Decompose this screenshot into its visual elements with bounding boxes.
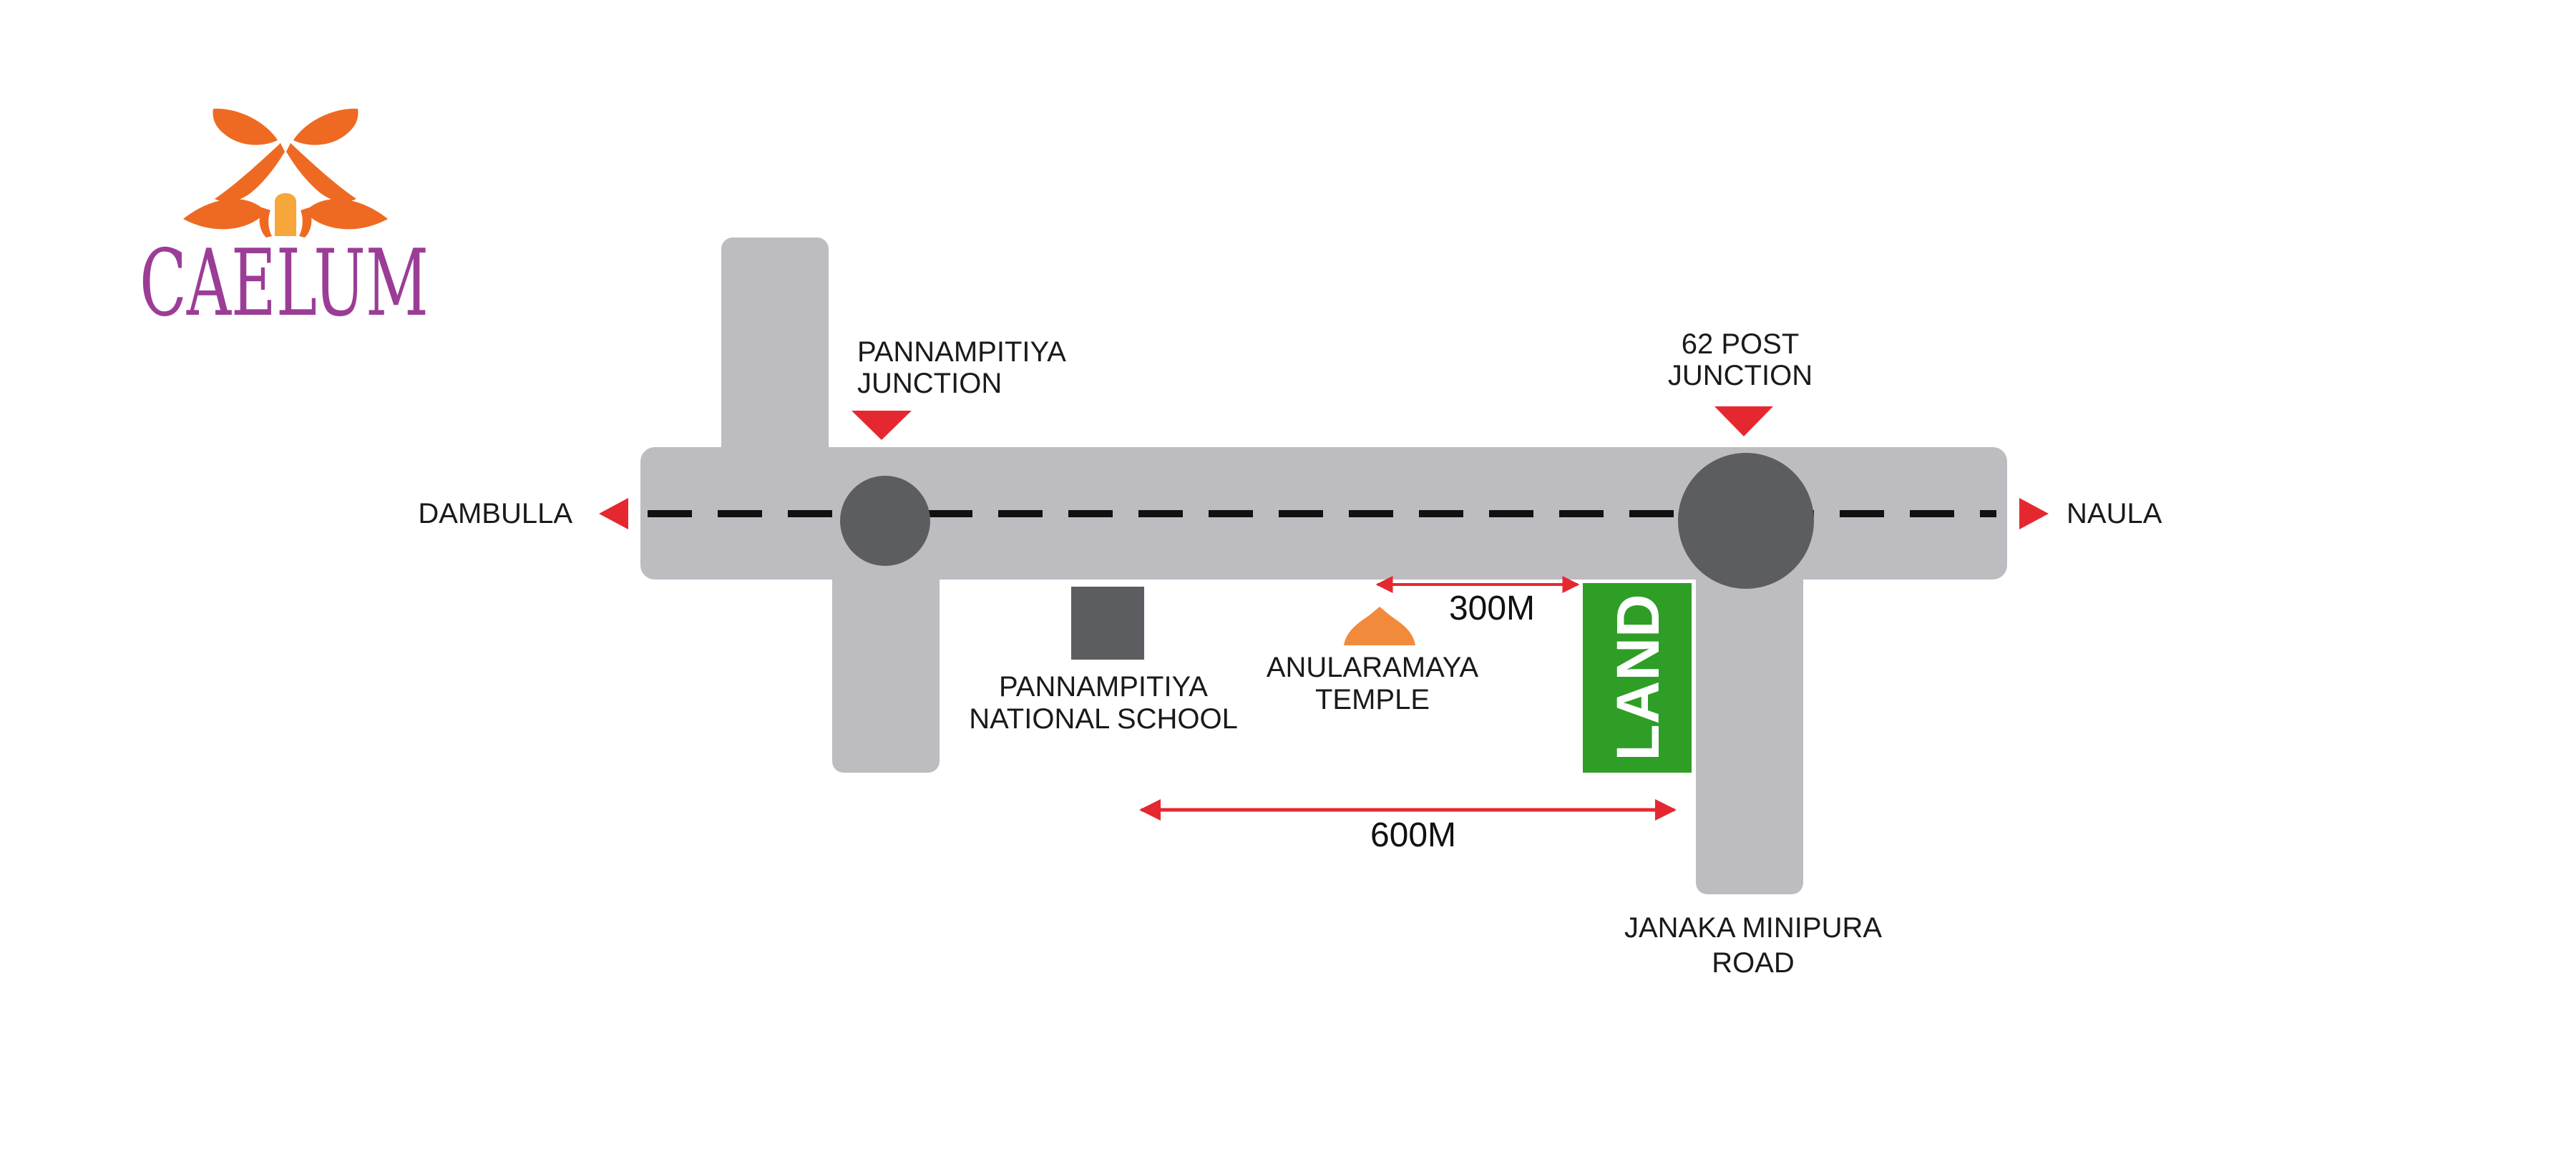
main-road <box>640 447 2007 580</box>
junction-62-post-line2: JUNCTION <box>1668 360 1813 391</box>
direction-west-label: DAMBULLA <box>418 498 572 529</box>
brand-logo: CAELUM <box>140 108 429 337</box>
land-parcel: LAND <box>1583 583 1692 773</box>
direction-east: NAULA <box>2019 498 2162 529</box>
distance-300m-label: 300M <box>1449 590 1535 627</box>
brand-name: CAELUM <box>140 230 429 337</box>
logo-roof-left <box>215 143 285 202</box>
logo-leaf-bottom-right <box>305 199 388 230</box>
janaka-minipura-road <box>1696 544 1803 894</box>
logo-leaf-top-left <box>213 108 278 145</box>
school-square-icon <box>1071 587 1144 660</box>
house-leaves-logo-icon <box>183 108 388 238</box>
distance-600m: 600M <box>1139 799 1677 854</box>
logo-roof-right <box>286 143 356 202</box>
school-label-line2: NATIONAL SCHOOL <box>969 703 1238 735</box>
pannampitiya-roundabout <box>840 476 930 566</box>
landmark-temple: ANULARAMAYA TEMPLE <box>1267 607 1479 715</box>
junction-pannampitiya-line2: JUNCTION <box>857 368 1002 399</box>
east-arrow-icon <box>2019 498 2049 529</box>
landmark-school: PANNAMPITIYA NATIONAL SCHOOL <box>969 587 1238 735</box>
junction-pannampitiya-line1: PANNAMPITIYA <box>857 336 1066 368</box>
temple-label-line1: ANULARAMAYA <box>1267 652 1479 683</box>
land-label: LAND <box>1604 594 1672 761</box>
south-branch-road <box>832 544 940 773</box>
temple-stupa-icon <box>1344 607 1415 645</box>
road-network <box>640 238 2007 894</box>
direction-east-label: NAULA <box>2067 498 2162 529</box>
distance-300m: 300M <box>1375 576 1580 627</box>
side-road-label-line1: JANAKA MINIPURA <box>1624 912 1882 944</box>
west-arrow-icon <box>599 498 628 529</box>
junction-62-post-pointer-icon <box>1714 406 1773 436</box>
junction-pannampitiya-pointer-icon <box>852 411 912 440</box>
junction-62-post: 62 POST JUNCTION <box>1668 328 1813 436</box>
side-road-label: JANAKA MINIPURA ROAD <box>1624 912 1882 979</box>
junction-62-post-line1: 62 POST <box>1682 328 1800 360</box>
logo-wall-right <box>299 207 312 238</box>
distance-600m-label: 600M <box>1370 816 1456 854</box>
north-branch-road <box>721 238 829 474</box>
school-label-line1: PANNAMPITIYA <box>999 671 1208 703</box>
logo-wall-left <box>259 207 272 238</box>
side-road-label-line2: ROAD <box>1712 947 1795 979</box>
62-post-roundabout <box>1678 453 1814 589</box>
junction-pannampitiya: PANNAMPITIYA JUNCTION <box>852 336 1066 440</box>
direction-west: DAMBULLA <box>418 498 628 529</box>
logo-leaf-top-right <box>293 108 358 145</box>
land-block <box>1583 583 1692 773</box>
logo-door <box>275 193 296 236</box>
temple-label-line2: TEMPLE <box>1315 684 1430 715</box>
logo-leaf-bottom-left <box>183 199 266 230</box>
